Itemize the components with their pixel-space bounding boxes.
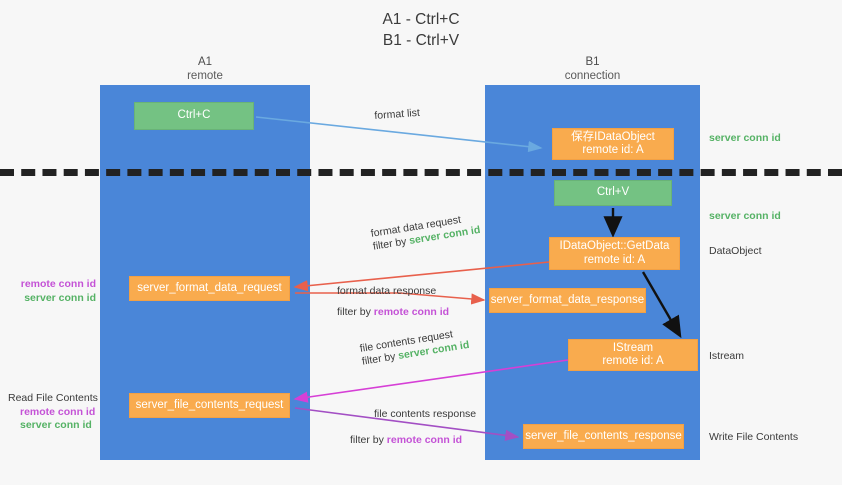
page-title: A1 - Ctrl+C B1 - Ctrl+V (0, 9, 842, 51)
node-getdata-id: remote id: A (583, 253, 646, 266)
annotation-right-server-conn-id-top: server conn id (709, 132, 781, 144)
annotation-right-dataobject: DataObject (709, 245, 762, 257)
edge-label-format-data-response-filter: filter by remote conn id (337, 306, 450, 318)
lane-a1-sub: remote (187, 70, 223, 82)
node-server-format-data-response[interactable]: server_format_data_response (489, 288, 646, 313)
edge-label-file-contents-response: file contents response (374, 408, 477, 420)
node-idataobject[interactable]: 保存IDataObject remote id: A (552, 128, 674, 160)
annotation-read-file-contents: Read File Contents (8, 392, 98, 404)
node-getdata-title: IDataObject::GetData (559, 240, 670, 252)
node-server-file-contents-request[interactable]: server_file_contents_request (129, 393, 290, 418)
node-server-format-data-request[interactable]: server_format_data_request (129, 276, 290, 301)
lane-b1-name: B1 (585, 56, 600, 68)
lane-b1-sub: connection (564, 70, 621, 82)
node-server-file-contents-response-label: server_file_contents_response (525, 429, 682, 442)
node-server-format-data-request-label: server_format_data_request (137, 281, 282, 294)
edge-label-file-contents-request: file contents request filter by server c… (359, 326, 470, 369)
edge-label-format-data-response: format data response (337, 285, 437, 297)
annotation-right-server-conn-id-mid: server conn id (709, 210, 781, 222)
node-istream-id: remote id: A (602, 355, 664, 367)
divider-dashed-line (0, 169, 842, 176)
node-server-file-contents-request-label: server_file_contents_request (135, 398, 284, 411)
annotation-right-write-file-contents: Write File Contents (709, 431, 799, 443)
annotation-left2-remote-conn-id: remote conn id (20, 405, 96, 418)
token-remote-conn-id: remote conn id (373, 306, 450, 318)
lane-a1-name: A1 (197, 56, 213, 68)
node-ctrl-c[interactable]: Ctrl+C (134, 102, 254, 130)
node-idataobject-title: 保存IDataObject (571, 130, 655, 143)
lane-header-a1: A1 remote (100, 55, 310, 83)
node-ctrl-v-label: Ctrl+V (596, 186, 630, 199)
lane-header-b1: B1 connection (485, 55, 700, 83)
node-ctrl-c-label: Ctrl+C (177, 109, 211, 122)
annotation-left-conn-ids: remote conn id server conn id (8, 278, 96, 305)
node-server-file-contents-response[interactable]: server_file_contents_response (523, 424, 684, 449)
annotation-left-server-conn-id: server conn id (24, 291, 96, 304)
annotation-read-file-contents-group: Read File Contents remote conn id server… (8, 392, 108, 433)
annotation-right-istream: Istream (709, 350, 745, 362)
title-line-2: B1 - Ctrl+V (382, 32, 460, 49)
edge-label-file-contents-response-filter: filter by remote conn id (350, 434, 463, 446)
node-istream[interactable]: IStream remote id: A (568, 339, 698, 371)
node-getdata[interactable]: IDataObject::GetData remote id: A (549, 237, 680, 270)
token-remote-conn-id: remote conn id (386, 434, 463, 446)
edge-label-format-data-request: format data request filter by server con… (370, 211, 481, 254)
node-idataobject-id: remote id: A (582, 144, 644, 156)
edge-label-format-list: format list (374, 106, 421, 122)
annotation-left-remote-conn-id: remote conn id (20, 278, 96, 290)
title-line-1: A1 - Ctrl+C (382, 11, 460, 28)
annotation-left2-server-conn-id: server conn id (20, 419, 92, 431)
node-server-format-data-response-label: server_format_data_response (490, 293, 645, 306)
node-ctrl-v[interactable]: Ctrl+V (554, 180, 672, 206)
node-istream-title: IStream (612, 341, 654, 354)
